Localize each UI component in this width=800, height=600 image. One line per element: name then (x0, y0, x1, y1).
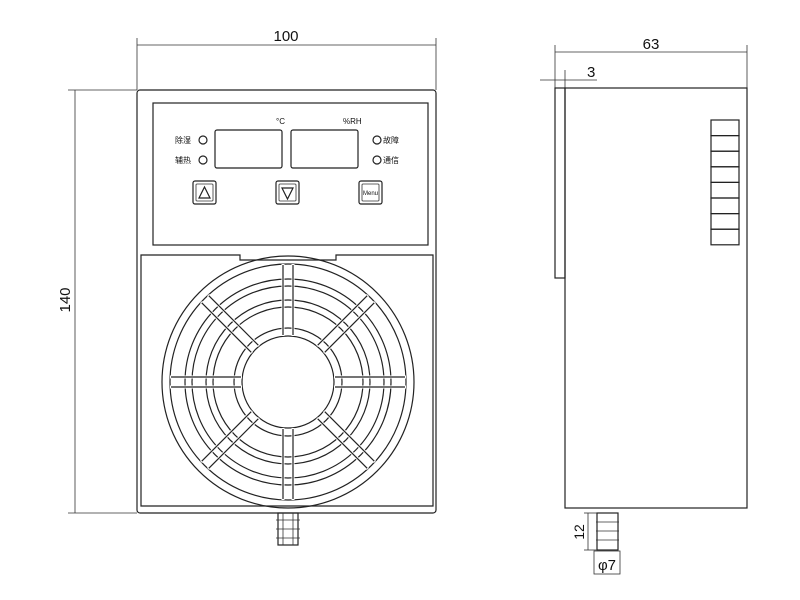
grill-ring (169, 263, 407, 501)
nozzle-diameter-label: φ7 (598, 557, 616, 574)
vent-slot (710, 228, 740, 246)
grill-spoke (208, 418, 259, 469)
drain-nozzle-front (276, 512, 300, 546)
led-icon (198, 155, 208, 165)
triangle-down-icon (281, 187, 294, 201)
down-button[interactable] (275, 180, 300, 205)
vent-slot (710, 119, 740, 137)
grill-ring (241, 335, 335, 429)
indicator-heat: 辅热 (175, 155, 191, 165)
grill-spoke (324, 411, 375, 462)
menu-label: Menu (363, 191, 378, 197)
height-label: 140 (57, 287, 74, 312)
temperature-display (214, 129, 283, 169)
width-dimension: 100 (136, 28, 437, 90)
up-button[interactable] (192, 180, 217, 205)
drain-nozzle-side: 12 φ7 (571, 512, 621, 575)
vent-slot (710, 213, 740, 230)
led-icon (372, 135, 382, 145)
grill-spoke (201, 302, 252, 353)
grill-spoke (201, 411, 252, 462)
humidity-unit: %RH (343, 117, 362, 126)
indicator-fault: 故障 (383, 135, 399, 145)
vent-slot (710, 150, 740, 168)
indicator-dehumidify: 除湿 (175, 135, 191, 145)
vent-slot (710, 166, 740, 184)
vent-slot (710, 197, 740, 215)
grill-ring (233, 327, 343, 437)
grill-spoke (324, 302, 375, 353)
grill-ring (184, 278, 392, 486)
led-icon (198, 135, 208, 145)
led-icon (372, 155, 382, 165)
menu-button[interactable]: Menu (358, 180, 383, 205)
grill-spoke (317, 295, 368, 346)
side-view: 63 3 12 φ7 (540, 36, 748, 575)
height-dimension: 140 (57, 89, 137, 514)
lip-label: 3 (587, 64, 595, 81)
fan-grill (161, 255, 415, 509)
grill-ring (205, 299, 371, 465)
grill-ring (161, 255, 415, 509)
humidity-display (290, 129, 359, 169)
temp-unit: °C (276, 117, 285, 126)
grill-ring (212, 306, 364, 458)
vent-slot (710, 181, 740, 199)
grill-ring (191, 285, 385, 479)
vent-slot (710, 135, 740, 152)
grill-spoke (317, 418, 368, 469)
nozzle-length-label: 12 (571, 524, 587, 540)
triangle-up-icon (198, 185, 211, 199)
grill-spoke (208, 295, 259, 346)
front-view: °C %RH 除湿 辅热 故障 通信 Menu (136, 89, 437, 546)
vent-slots (710, 119, 740, 246)
depth-label: 63 (643, 36, 660, 53)
width-label: 100 (273, 28, 298, 45)
indicator-comm: 通信 (383, 155, 399, 165)
